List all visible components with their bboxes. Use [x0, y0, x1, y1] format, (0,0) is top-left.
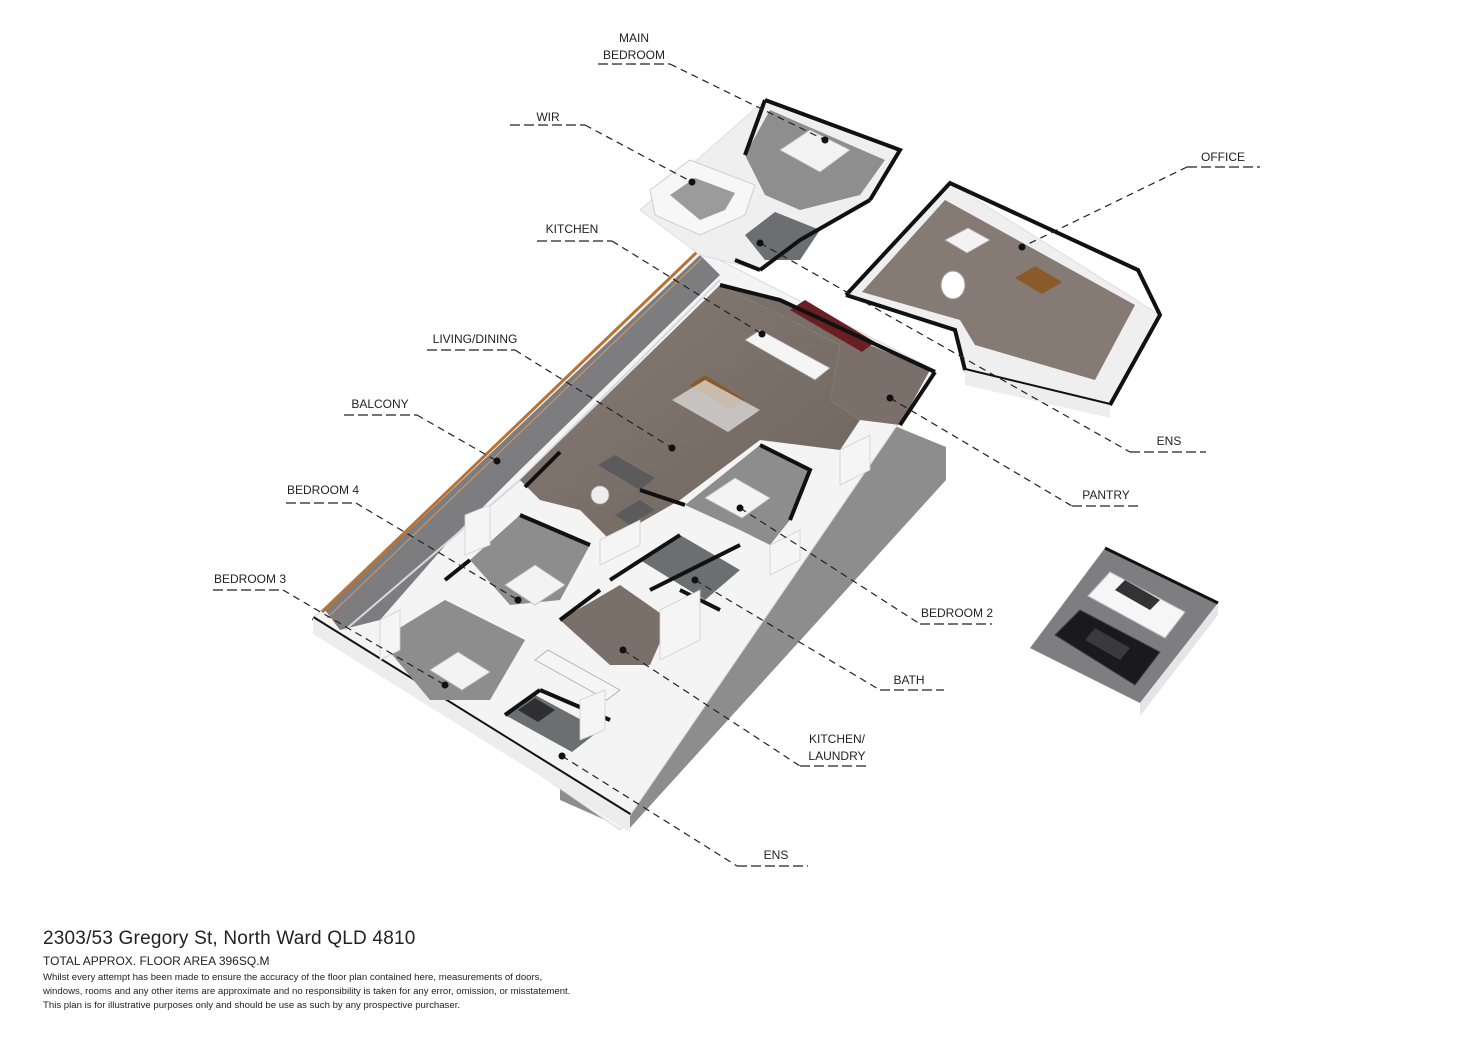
garage-wall [1104, 546, 1219, 605]
label-living-dining: LIVING/DINING [433, 332, 518, 346]
main-apartment [311, 249, 946, 832]
outer-wall-face [313, 618, 630, 832]
office-dining-table [1015, 266, 1062, 294]
garage [1030, 546, 1219, 716]
balcony-glazing [344, 279, 721, 631]
bedroom4-bed [504, 564, 566, 606]
label-bedroom4: BEDROOM 4 [287, 483, 359, 497]
label-ens-upper: ENS [1157, 434, 1182, 448]
label-main-bedroom-line2: BEDROOM [603, 48, 665, 62]
label-kitchen-laundry-line2: LAUNDRY [808, 749, 865, 763]
label-office: OFFICE [1201, 150, 1245, 164]
car-white [1087, 571, 1186, 639]
label-wir: WIR [536, 110, 560, 124]
balustrade [320, 250, 699, 614]
sofa [598, 455, 655, 490]
bedroom2-bed [704, 477, 771, 519]
label-main-bedroom-line1: MAIN [619, 31, 649, 45]
kitchenette-bench [534, 649, 621, 701]
bedroom3-floor [380, 600, 525, 700]
label-kitchen-laundry-line1: KITCHEN/ [809, 732, 866, 746]
wir-floor [670, 178, 735, 220]
balustrade-rail [326, 257, 703, 619]
floor-area: TOTAL APPROX. FLOOR AREA 396SQ.M [43, 954, 270, 968]
office-column [940, 270, 966, 300]
garage-wall-face [1140, 603, 1218, 716]
main-bedroom-wing [639, 98, 903, 272]
office-desk [944, 227, 991, 254]
label-bedroom3: BEDROOM 3 [214, 572, 286, 586]
garage-floor [1030, 548, 1218, 703]
ensuite-shower [518, 698, 555, 722]
disclaimer-line-1: Whilst every attempt has been made to en… [43, 972, 543, 983]
bedroom3-bed [429, 651, 491, 691]
footer: 2303/53 Gregory St, North Ward QLD 4810 … [43, 928, 943, 1013]
dining-rug [672, 380, 760, 432]
label-bedroom2: BEDROOM 2 [921, 606, 993, 620]
kitchen-island [744, 329, 831, 381]
wall-faces [379, 434, 871, 741]
label-bath: BATH [893, 673, 924, 687]
ensuite-upper-floor [745, 212, 820, 260]
floor-plan-3d: MAIN BEDROOM WIR KITCHEN OFFICE LIVING/D… [213, 31, 1260, 867]
office-wall-face [965, 370, 1110, 418]
label-pantry: PANTRY [1082, 488, 1130, 502]
disclaimer-line-2: windows, rooms and any other items are a… [43, 986, 571, 997]
disclaimer-line-3: This plan is for illustrative purposes o… [43, 1000, 461, 1011]
bath-floor [640, 535, 740, 600]
property-address: 2303/53 Gregory St, North Ward QLD 4810 [43, 928, 416, 949]
label-leaders [213, 63, 1260, 867]
room-labels: MAIN BEDROOM WIR KITCHEN OFFICE LIVING/D… [214, 31, 1245, 862]
label-ens-lower: ENS [764, 848, 789, 862]
office-floor [862, 200, 1135, 380]
label-balcony: BALCONY [351, 397, 408, 411]
main-bed [779, 129, 851, 173]
coffee-table [590, 485, 610, 505]
balcony-floor [325, 255, 720, 630]
office-wing [844, 180, 1163, 418]
kitchen-floor [720, 285, 930, 425]
car-black [1054, 609, 1161, 686]
sofa-2 [615, 500, 655, 525]
kitchen-laundry-floor [560, 585, 670, 665]
label-kitchen: KITCHEN [546, 222, 599, 236]
